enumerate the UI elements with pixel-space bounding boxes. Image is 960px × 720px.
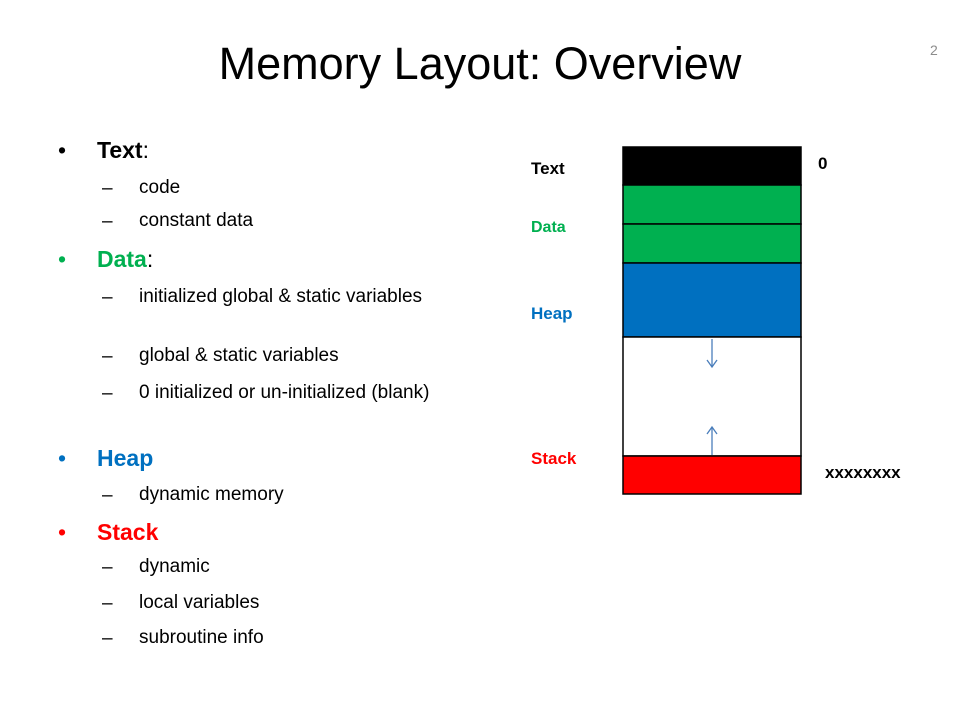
subitem-text: local variables bbox=[139, 592, 260, 613]
dash-marker: – bbox=[102, 287, 113, 308]
end-address-label: xxxxxxxx bbox=[825, 463, 901, 482]
segment-label-stack: Stack bbox=[531, 449, 577, 468]
dash-marker: – bbox=[102, 593, 113, 614]
bullet-label: Stack bbox=[97, 518, 158, 546]
dash-marker: – bbox=[102, 211, 113, 232]
bullet-label-text: Data bbox=[97, 246, 147, 272]
stack-growth-arrow bbox=[706, 425, 718, 455]
bullet-dot: • bbox=[58, 445, 67, 471]
dash-marker: – bbox=[102, 485, 113, 506]
stack-arrow-head bbox=[706, 425, 718, 435]
page-title: Memory Layout: Overview bbox=[218, 38, 742, 89]
dash-marker: – bbox=[102, 346, 113, 367]
bullet-label: Text: bbox=[97, 136, 149, 164]
subitem-text: dynamic memory bbox=[139, 484, 284, 505]
bullet-label-text: Stack bbox=[97, 519, 159, 545]
subitem-text: initialized global & static variables bbox=[139, 286, 423, 307]
heap-segment-block bbox=[622, 262, 802, 338]
bullet-dot: • bbox=[58, 246, 67, 272]
data-segment-block-lower bbox=[622, 223, 802, 264]
segment-label-heap: Heap bbox=[531, 304, 573, 323]
text-segment-block bbox=[622, 146, 802, 186]
bullet-label-text: Text bbox=[97, 137, 143, 163]
data-segment-block-upper bbox=[622, 184, 802, 225]
bullet-label-text: Heap bbox=[97, 445, 154, 471]
subitem-text: global & static variables bbox=[139, 345, 339, 366]
start-address-label: 0 bbox=[818, 154, 828, 173]
subitem-text: constant data bbox=[139, 210, 254, 231]
stack-segment-block bbox=[622, 455, 802, 495]
bullet-dot: • bbox=[58, 519, 67, 545]
subitem-text: 0 initialized or un-initialized (blank) bbox=[139, 382, 430, 403]
bullet-colon: : bbox=[142, 137, 149, 163]
segment-label-data: Data bbox=[531, 219, 566, 236]
bullet-label: Data: bbox=[97, 245, 153, 273]
page-number: 2 bbox=[930, 42, 938, 58]
heap-arrow-head bbox=[706, 359, 718, 369]
dash-marker: – bbox=[102, 557, 113, 578]
segment-label-text: Text bbox=[531, 159, 565, 178]
bullet-colon: : bbox=[146, 246, 154, 272]
heap-growth-arrow bbox=[706, 339, 718, 369]
subitem-text: code bbox=[139, 177, 181, 198]
subitem-text: dynamic bbox=[139, 556, 210, 577]
bullet-label: Heap bbox=[97, 444, 153, 472]
dash-marker: – bbox=[102, 383, 113, 404]
dash-marker: – bbox=[102, 628, 113, 649]
subitem-text: subroutine info bbox=[139, 627, 264, 648]
dash-marker: – bbox=[102, 178, 113, 199]
bullet-dot: • bbox=[58, 137, 67, 163]
